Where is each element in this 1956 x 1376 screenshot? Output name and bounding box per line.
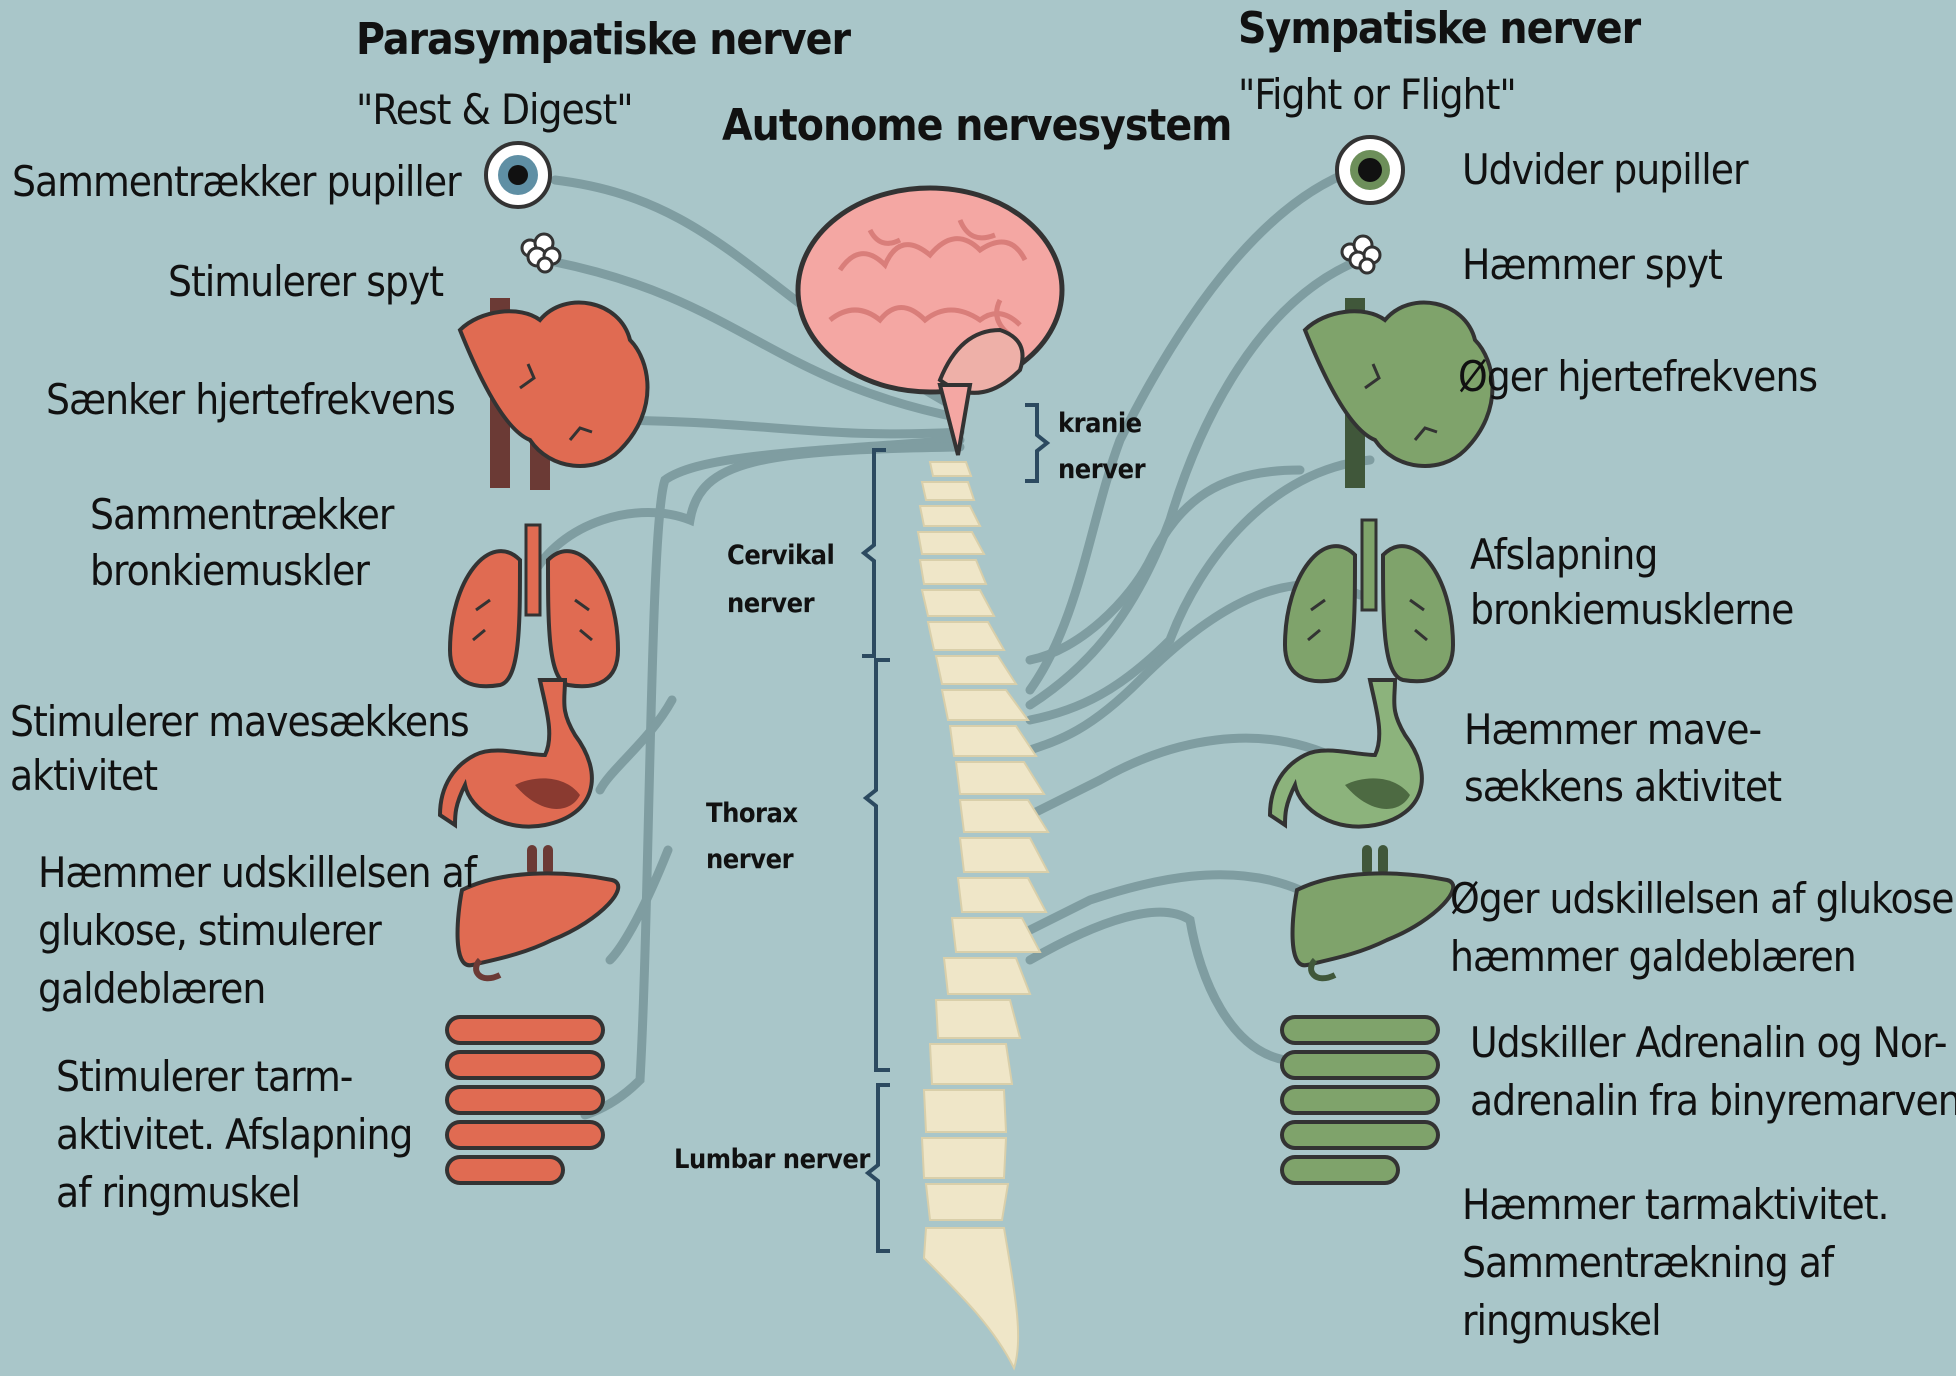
left-label-stomach-2: aktivitet bbox=[10, 751, 157, 801]
left-label-intestine-3: af ringmuskel bbox=[56, 1168, 300, 1218]
left-label-intestine-2: aktivitet. Afslapning bbox=[56, 1110, 412, 1160]
sympathetic-title: Sympatiske nerver bbox=[1238, 3, 1640, 56]
left-lungs-icon bbox=[450, 525, 618, 686]
left-label-intestine-1: Stimulerer tarm- bbox=[56, 1052, 352, 1102]
right-label-stomach-2: sækkens aktivitet bbox=[1464, 762, 1781, 812]
right-label-bronchi-1: Afslapning bbox=[1470, 530, 1657, 580]
left-label-pupils: Sammentrækker pupiller bbox=[12, 157, 461, 207]
left-label-liver-2: glukose, stimulerer bbox=[38, 906, 381, 956]
right-label-intestine-2: Sammentrækning af bbox=[1462, 1238, 1833, 1288]
right-label-intestine-3: ringmuskel bbox=[1462, 1296, 1661, 1346]
right-eye-icon bbox=[1337, 137, 1403, 203]
right-label-adrenal-1: Udskiller Adrenalin og Nor- bbox=[1470, 1018, 1946, 1068]
right-lungs-icon bbox=[1285, 520, 1453, 681]
thorax-label-2: nerver bbox=[706, 844, 793, 876]
right-label-liver-1: Øger udskillelsen af glukose, bbox=[1450, 874, 1956, 924]
right-label-stomach-1: Hæmmer mave- bbox=[1464, 705, 1761, 755]
right-intestine-icon bbox=[1295, 1030, 1425, 1170]
spine-icon bbox=[918, 462, 1048, 1368]
thorax-label-1: Thorax bbox=[706, 798, 798, 830]
right-label-heart: Øger hjertefrekvens bbox=[1458, 352, 1817, 402]
left-heart-icon bbox=[460, 298, 648, 490]
cervikal-label-1: Cervikal bbox=[727, 540, 834, 572]
left-liver-icon bbox=[458, 845, 619, 978]
left-label-saliva: Stimulerer spyt bbox=[168, 257, 443, 307]
parasympathetic-title: Parasympatiske nerver bbox=[356, 14, 850, 67]
right-label-liver-2: hæmmer galdeblæren bbox=[1450, 932, 1856, 982]
right-label-bronchi-2: bronkiemusklerne bbox=[1470, 585, 1793, 635]
cervikal-label-2: nerver bbox=[727, 588, 814, 620]
left-intestine-icon bbox=[460, 1030, 590, 1170]
left-label-stomach-1: Stimulerer mavesækkens bbox=[10, 697, 469, 747]
left-label-bronchi-2: bronkiemuskler bbox=[90, 546, 369, 596]
kranie-label-2: nerver bbox=[1058, 454, 1145, 486]
right-label-adrenal-2: adrenalin fra binyremarven bbox=[1470, 1076, 1956, 1126]
left-label-liver-1: Hæmmer udskillelsen af bbox=[38, 848, 476, 898]
left-label-liver-3: galdeblæren bbox=[38, 964, 265, 1014]
lumbar-label: Lumbar nerver bbox=[674, 1144, 870, 1176]
right-label-pupils: Udvider pupiller bbox=[1462, 145, 1748, 195]
right-liver-icon bbox=[1293, 845, 1454, 978]
left-label-bronchi-1: Sammentrækker bbox=[90, 490, 393, 540]
right-label-intestine-1: Hæmmer tarmaktivitet. bbox=[1462, 1180, 1889, 1230]
left-label-heart: Sænker hjertefrekvens bbox=[46, 375, 455, 425]
right-label-saliva: Hæmmer spyt bbox=[1462, 240, 1722, 290]
left-eye-icon bbox=[486, 143, 550, 207]
parasympathetic-subtitle: "Rest & Digest" bbox=[356, 85, 633, 135]
right-stomach-icon bbox=[1270, 680, 1422, 827]
center-title: Autonome nervesystem bbox=[722, 100, 1231, 153]
sympathetic-subtitle: "Fight or Flight" bbox=[1238, 70, 1516, 120]
kranie-label-1: kranie bbox=[1058, 408, 1142, 440]
